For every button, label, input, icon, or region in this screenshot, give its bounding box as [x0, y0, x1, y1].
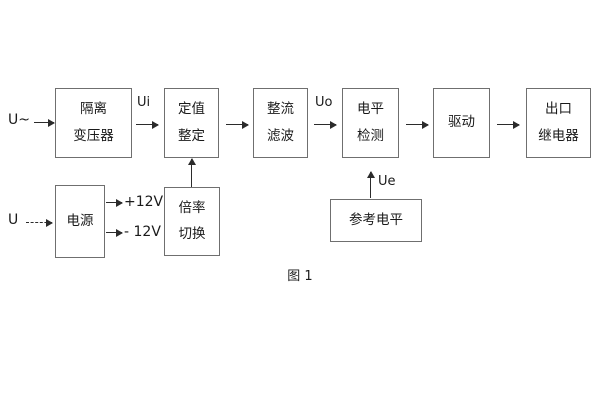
- block-drive[interactable]: 驱动: [433, 88, 490, 158]
- block-rectify-filter[interactable]: 整流 滤波: [253, 88, 308, 158]
- arrow-reference-level-to-level-detect: [370, 172, 372, 198]
- power-rail-positive-label: +12V: [124, 194, 164, 210]
- block-rectify-filter-line1: 整流: [267, 101, 294, 117]
- block-output-relay[interactable]: 出口 继电器: [526, 88, 591, 158]
- arrow-level-detect-to-drive: [406, 124, 428, 126]
- block-output-relay-line2: 继电器: [538, 127, 579, 144]
- block-power-supply[interactable]: 电源: [55, 185, 105, 258]
- block-level-detect-line1: 电平: [357, 101, 384, 117]
- block-isolation-transformer-line2: 变压器: [73, 127, 114, 144]
- ac-input-label: U~: [8, 112, 30, 128]
- signal-label-uo: Uo: [315, 95, 333, 110]
- block-drive-line1: 驱动: [448, 114, 475, 131]
- block-multiplier-switch-line2: 切换: [178, 226, 206, 242]
- block-power-supply-line1: 电源: [66, 212, 94, 229]
- block-level-detect[interactable]: 电平 检测: [342, 88, 399, 158]
- arrow-setting-value-to-rectify-filter: [226, 124, 248, 126]
- arrow-power-supply-negative-rail: [106, 232, 122, 234]
- block-setting-value-line1: 定值: [178, 101, 205, 117]
- dc-input-label: U: [8, 212, 19, 228]
- signal-label-ue: Ue: [378, 174, 396, 189]
- arrow-power-supply-positive-rail: [106, 202, 122, 204]
- block-rectify-filter-line2: 滤波: [267, 127, 294, 144]
- figure-caption: 图 1: [287, 269, 313, 284]
- arrow-ac-input-to-isolation-transformer: [34, 122, 54, 124]
- block-isolation-transformer-line1: 隔离: [80, 101, 107, 117]
- arrow-multiplier-switch-to-setting-value: [191, 159, 193, 187]
- block-reference-level[interactable]: 参考电平: [330, 199, 422, 242]
- block-multiplier-switch-line1: 倍率: [178, 199, 206, 216]
- block-level-detect-line2: 检测: [357, 127, 384, 144]
- block-reference-level-line1: 参考电平: [349, 211, 403, 228]
- block-isolation-transformer[interactable]: 隔离 变压器: [55, 88, 132, 158]
- power-rail-negative-label: - 12V: [124, 224, 161, 240]
- arrow-isolation-transformer-to-setting-value: [136, 124, 158, 126]
- signal-label-ui: Ui: [137, 95, 151, 110]
- arrow-dc-input-to-power-supply: [26, 222, 52, 223]
- arrow-drive-to-output-relay: [497, 124, 519, 126]
- block-multiplier-switch[interactable]: 倍率 切换: [164, 187, 220, 256]
- arrow-rectify-filter-to-level-detect: [314, 124, 336, 126]
- block-output-relay-line1: 出口: [545, 101, 572, 117]
- block-setting-value-line2: 整定: [178, 127, 205, 144]
- block-setting-value[interactable]: 定值 整定: [164, 88, 219, 158]
